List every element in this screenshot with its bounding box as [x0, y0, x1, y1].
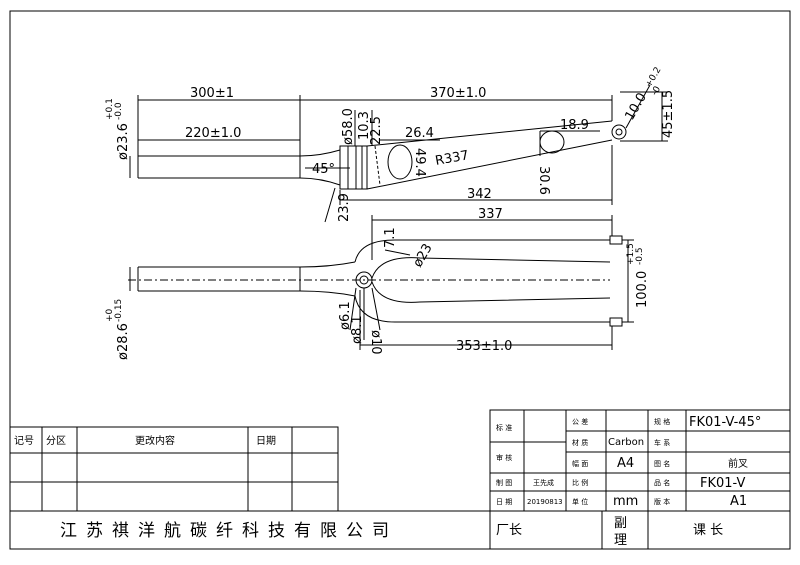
tb-draw-label: 制 图: [496, 478, 512, 487]
tb-version-value: A1: [730, 494, 747, 509]
tb-product-value: FK01-V: [700, 476, 745, 491]
dim-diameter-23: ø23: [410, 241, 435, 270]
tb-sheet-label: 幅 面: [572, 459, 588, 468]
tb-series-label: 车 系: [654, 438, 670, 447]
tb-drawing-name-label: 图 名: [654, 459, 670, 468]
dim-r337: R337: [434, 148, 470, 169]
dim-7-1: 7.1: [383, 227, 398, 248]
tb-review-label: 审 核: [496, 453, 512, 462]
tb-spec-label: 规 格: [654, 417, 670, 426]
dim-337: 337: [478, 207, 503, 222]
tb-standard-label: 标 准: [496, 423, 512, 432]
dim-diameter-58: ø58.0: [341, 108, 356, 145]
dim-370: 370±1.0: [430, 86, 486, 101]
dim-300: 300±1: [190, 86, 234, 101]
deputy-manager-label-1: 副: [614, 516, 627, 531]
company-name: 江苏祺洋航碳纤科技有限公司: [60, 521, 398, 541]
tb-sheet-value: A4: [617, 456, 634, 471]
title-block: [489, 409, 791, 512]
tb-tolerance-label: 公 差: [572, 417, 588, 426]
tb-date-value: 20190813: [527, 498, 563, 506]
dim-220: 220±1.0: [185, 126, 241, 141]
dim-353: 353±1.0: [456, 339, 512, 354]
tb-product-label: 品 名: [654, 478, 670, 487]
dim-30-6: 30.6: [536, 166, 551, 195]
tb-date-label: 日 期: [496, 498, 512, 506]
rev-header-zone: 分区: [46, 435, 66, 447]
dim-49-4: 49.4: [412, 148, 427, 177]
tb-scale-label: 比 例: [572, 478, 588, 487]
dim-28-6-tol-up: +0: [105, 308, 115, 322]
factory-manager-label: 厂长: [496, 523, 522, 538]
dim-18-9: 18.9: [560, 118, 589, 133]
dim-342: 342: [467, 187, 492, 202]
tb-material-value: Carbon: [608, 437, 644, 448]
tb-spec-value: FK01-V-45°: [689, 415, 761, 430]
dim-23-6-tol-up: +0.1: [105, 98, 115, 120]
dim-diameter-8-1: ø8.1: [350, 315, 365, 344]
dim-45: 45±1.5: [661, 90, 676, 138]
dim-10-0-top: 10.0: [622, 90, 649, 123]
fork-front-view: [128, 215, 634, 350]
rev-header-mark: 记号: [14, 435, 34, 447]
dim-23-6-tol-dn: -0.0: [114, 102, 124, 120]
dim-23-9: 23.9: [337, 193, 352, 222]
dim-26-4: 26.4: [405, 126, 434, 141]
tb-draw-value: 王先成: [533, 478, 554, 487]
dim-100-0: 100.0: [635, 271, 650, 308]
dim-10-3: 10.3: [357, 111, 372, 140]
tb-version-label: 版 本: [654, 497, 670, 506]
dim-diameter-6-1: ø6.1: [338, 301, 353, 330]
dim-22-5: 22.5: [369, 116, 384, 145]
dim-45-degree: 45°: [312, 162, 335, 177]
footer-row: [9, 510, 791, 550]
dim-28-6-tol-dn: -0.15: [114, 299, 124, 322]
tb-drawing-name-value: 前叉: [728, 457, 748, 470]
rev-header-content: 更改内容: [135, 434, 175, 447]
dim-diameter-23-6: ø23.6: [116, 123, 131, 160]
dim-diameter-10: ø10: [368, 330, 383, 355]
deputy-manager-label-2: 理: [614, 533, 627, 548]
dim-diameter-28-6: ø28.6: [116, 323, 131, 360]
dim-100-tol-up: +1.5: [626, 243, 636, 265]
tb-material-label: 材 质: [572, 438, 588, 447]
tb-unit-label: 单 位: [572, 497, 588, 506]
section-chief-label: 课 长: [693, 523, 723, 538]
rev-header-date: 日期: [256, 435, 276, 447]
tb-unit-value: mm: [613, 494, 638, 509]
fork-side-view: [129, 84, 668, 223]
dim-100-tol-dn: -0.5: [635, 247, 645, 265]
